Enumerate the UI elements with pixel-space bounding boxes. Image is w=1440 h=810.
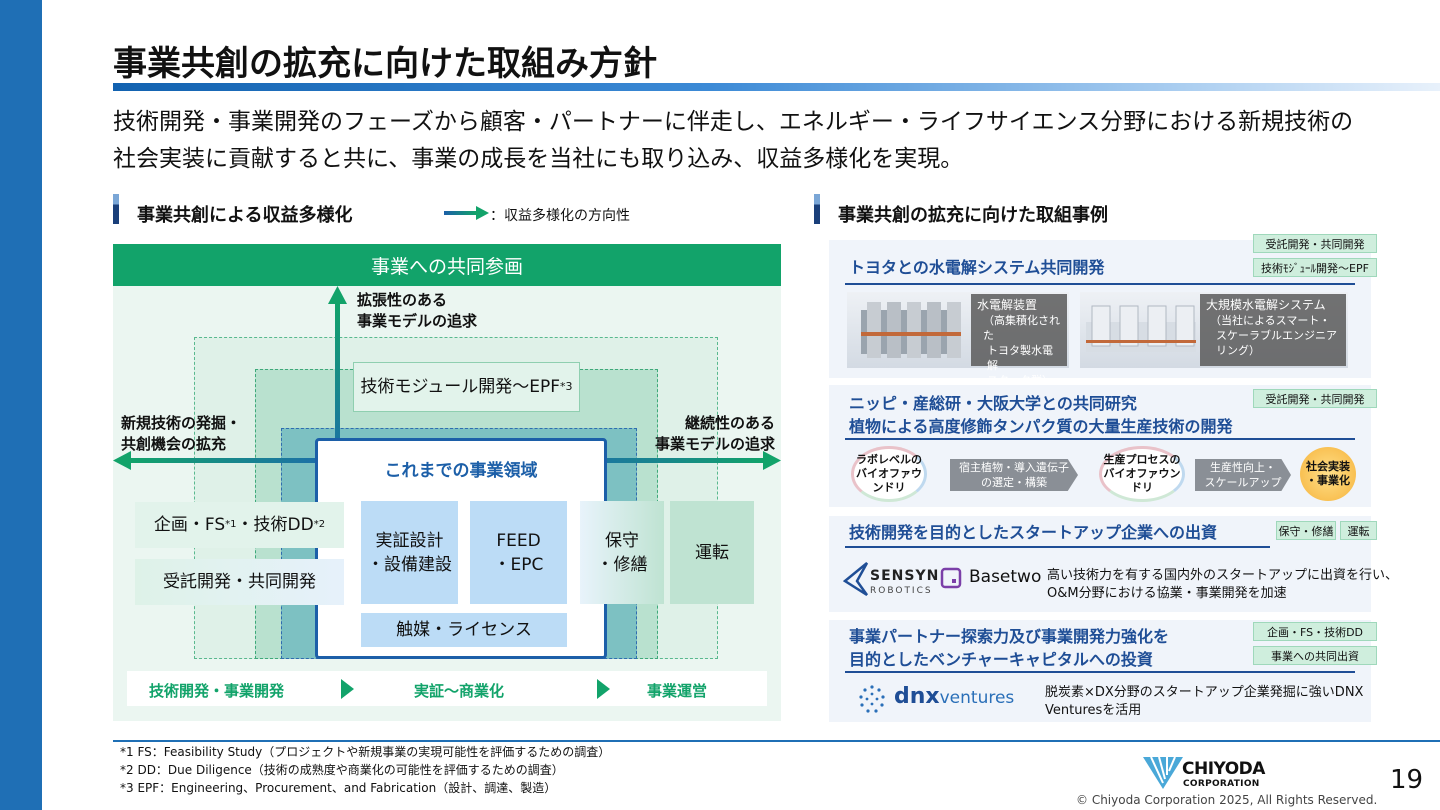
planning-box: 企画・FS*1・技術DD*2	[135, 502, 344, 548]
footnote-3: *3 EPF：Engineering、Procurement、and Fabri…	[120, 781, 557, 795]
legend-text: ：収益多様化の方向性	[490, 208, 630, 224]
section-marker	[113, 194, 119, 224]
arrow-up-shaft	[335, 302, 340, 462]
lead-line-2: 社会実装に貢献すると共に、事業の成長を当社にも取り込み、収益多様化を実現。	[113, 146, 964, 172]
electrolyzer-stack-icon	[861, 302, 961, 358]
lead-line-1: 技術開発・事業開発のフェーズから顧客・パートナーに伴走し、エネルギー・ライフサイ…	[113, 109, 1354, 135]
legend-arrow-icon	[444, 206, 489, 220]
case4-description: 脱炭素×DX分野のスタートアップ企業発掘に強いDNX Venturesを活用	[1045, 685, 1364, 718]
chiyoda-logo-text: CHIYODA	[1182, 759, 1265, 779]
phase-tech-dev: 技術開発・事業開発	[149, 682, 285, 700]
left-section-heading: 事業共創による収益多様化	[137, 205, 353, 226]
footer-divider	[113, 740, 1440, 742]
step-production-biofoundry: 生産プロセスの バイオファウンドリ	[1099, 446, 1185, 502]
case1-title: トヨタとの水電解システム共同開発	[849, 258, 1105, 277]
page-title: 事業共創の拡充に向けた取組み方針	[113, 44, 657, 84]
arrow-left-head	[113, 451, 131, 470]
step-host-selection: 宿主植物・導入遺伝子 の選定・構築	[950, 459, 1078, 491]
demo-design-box: 実証設計 ・設備建設	[361, 501, 458, 604]
catalyst-license-box: 触媒・ライセンス	[361, 613, 567, 647]
footnote-1: *1 FS：Feasibility Study（プロジェクトや新規事業の実現可能…	[120, 745, 611, 759]
phase-demo-commercial: 実証～商業化	[414, 682, 505, 700]
phase-chevron-icon	[597, 679, 610, 699]
phase-bar	[127, 671, 767, 706]
left-accent-bar	[0, 0, 42, 810]
sensyn-logo-icon	[843, 562, 869, 597]
case4-title: 事業パートナー探索力及び事業開発力強化を 目的としたベンチャーキャピタルへの投資	[849, 627, 1170, 669]
joint-participation-band: 事業への共同参画	[113, 244, 781, 286]
core-business-title: これまでの事業領域	[384, 461, 538, 481]
case2-title: ニッピ・産総研・大阪大学との共同研究 植物による高度修飾タンパク質の大量生産技術…	[849, 394, 1233, 436]
operation-box: 運転	[670, 501, 754, 604]
title-underline	[113, 83, 1440, 91]
feed-epc-box: FEED ・EPC	[470, 501, 567, 604]
contract-dev-box: 受託開発・共同開発	[135, 559, 344, 605]
phase-chevron-icon	[341, 679, 354, 699]
case1-tag-1: 受託開発・共同開発	[1253, 234, 1377, 253]
maintenance-box: 保守 ・修繕	[580, 501, 664, 604]
basetwo-logo-text: Basetwo	[969, 567, 1042, 587]
section-marker	[814, 194, 820, 224]
sensyn-logo-text: SENSYN	[870, 568, 940, 584]
case3-tag-2: 運転	[1340, 521, 1377, 540]
chiyoda-logo-icon	[1143, 757, 1183, 789]
step-scale-up: 生産性向上・ スケールアップ	[1195, 459, 1291, 491]
case3-divider	[845, 546, 1270, 548]
case3-tag-1: 保守・修繕	[1276, 521, 1336, 540]
case3-title: 技術開発を目的としたスタートアップ企業への出資	[849, 523, 1218, 542]
large-electrolysis-label: 大規模水電解システム （当社によるスマート・ スケーラブルエンジニアリング）	[1200, 294, 1346, 366]
dnx-logo-text: dnxventures	[894, 684, 1015, 709]
dnx-logo-icon	[859, 685, 885, 713]
right-section-heading: 事業共創の拡充に向けた取組事例	[838, 205, 1108, 226]
case1-tag-2: 技術ﾓｼﾞｭｰﾙ開発～EPF	[1253, 258, 1377, 277]
case1-divider	[845, 283, 1355, 285]
chiyoda-logo-sub: CORPORATION	[1183, 779, 1260, 789]
step-social-implementation: 社会実装 ・事業化	[1300, 447, 1356, 501]
footnote-2: *2 DD：Due Diligence（技術の成熟度や商業化の可能性を評価するた…	[120, 763, 564, 777]
sensyn-logo-sub: ROBOTICS	[870, 586, 933, 596]
epf-box: 技術モジュール開発～EPF*3	[353, 362, 580, 412]
page-number: 19	[1390, 765, 1424, 795]
case2-tag-1: 受託開発・共同開発	[1253, 389, 1377, 408]
arrow-left-label: 新規技術の発掘・ 共創機会の拡充	[121, 414, 242, 453]
case4-tag-1: 企画・FS・技術DD	[1253, 622, 1377, 641]
step-lab-biofoundry: ラボレベルの バイオファウンドリ	[851, 446, 927, 502]
case4-divider	[845, 671, 1355, 673]
basetwo-logo-icon	[940, 567, 962, 589]
arrow-up-head	[328, 286, 347, 304]
electrolyzer-label: 水電解装置 （高集積化された トヨタ製水電解 スタック群）	[971, 294, 1067, 387]
large-electrolysis-photo: 大規模水電解システム （当社によるスマート・ スケーラブルエンジニアリング）	[1080, 292, 1348, 368]
arrow-right-head	[763, 451, 781, 470]
phase-operation: 事業運営	[647, 682, 708, 700]
case4-tag-2: 事業への共同出資	[1253, 646, 1377, 665]
case2-divider	[845, 438, 1355, 440]
electrolyzer-photo: 水電解装置 （高集積化された トヨタ製水電解 スタック群）	[847, 292, 1069, 387]
lead-text: 技術開発・事業開発のフェーズから顧客・パートナーに伴走し、エネルギー・ライフサイ…	[113, 104, 1353, 178]
arrow-up-label: 拡張性のある 事業モデルの追求	[357, 291, 478, 330]
arrow-right-label: 継続性のある 事業モデルの追求	[654, 414, 775, 453]
copyright: © Chiyoda Corporation 2025, All Rights R…	[1076, 793, 1378, 807]
case3-description: 高い技術力を有する国内外のスタートアップに出資を行い、 O&M分野における協業・…	[1047, 568, 1399, 601]
plant-icon	[1086, 305, 1196, 352]
